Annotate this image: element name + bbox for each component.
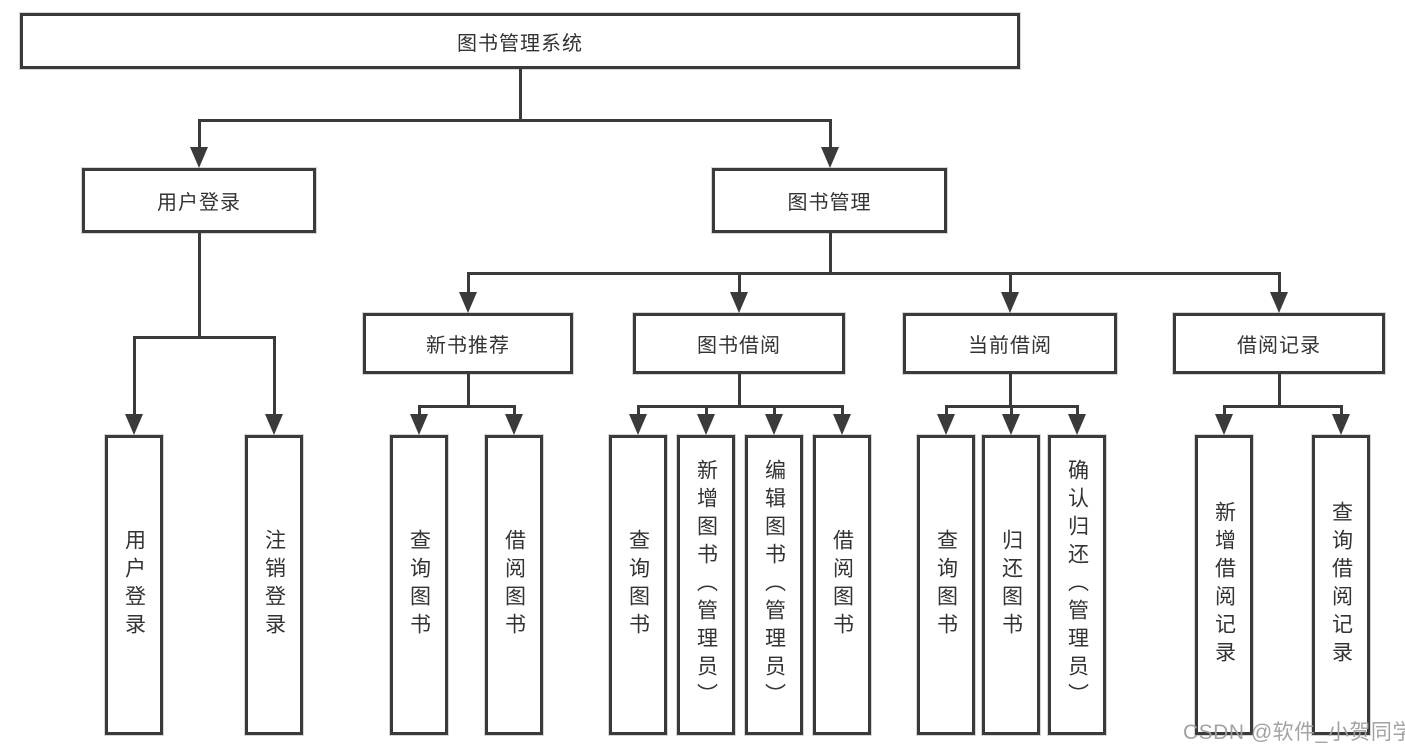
leaf-add-books-admin: 新增图书（管理员）: [677, 435, 735, 735]
arrow-down-icon: [1270, 292, 1288, 313]
connector-line: [1076, 405, 1079, 417]
connector-line: [1009, 272, 1012, 294]
node-new-book-recommendation: 新书推荐: [363, 313, 573, 374]
arrow-down-icon: [833, 414, 851, 435]
leaf-label: 借阅图书: [502, 529, 526, 641]
connector-line: [705, 405, 708, 417]
arrow-down-icon: [629, 414, 647, 435]
leaf-label: 新增图书（管理员）: [694, 459, 718, 711]
node-label: 借阅记录: [1237, 335, 1321, 357]
connector-line: [467, 272, 1281, 275]
node-book-management: 图书管理: [712, 168, 947, 233]
arrow-down-icon: [937, 414, 955, 435]
leaf-label: 查询图书: [934, 529, 958, 641]
connector-line: [829, 119, 832, 149]
leaf-query-borrow-record: 查询借阅记录: [1312, 435, 1370, 735]
leaf-label: 用户登录: [122, 529, 146, 641]
arrow-down-icon: [125, 414, 143, 435]
connector-line: [1223, 405, 1342, 408]
connector-line: [829, 233, 832, 275]
arrow-down-icon: [1215, 414, 1233, 435]
node-label: 图书管理: [787, 192, 872, 214]
connector-line: [467, 374, 470, 408]
connector-line: [738, 272, 741, 294]
connector-line: [198, 119, 832, 122]
arrow-down-icon: [1068, 414, 1086, 435]
node-label: 图书借阅: [697, 335, 781, 357]
node-label: 当前借阅: [968, 335, 1052, 357]
leaf-label: 确认归还（管理员）: [1065, 459, 1089, 711]
connector-line: [418, 405, 421, 417]
node-library-management-system: 图书管理系统: [20, 13, 1020, 69]
arrow-down-icon: [459, 292, 477, 313]
connector-line: [1340, 405, 1343, 417]
leaf-confirm-return-admin: 确认归还（管理员）: [1048, 435, 1106, 735]
connector-line: [1278, 374, 1281, 408]
arrow-down-icon: [505, 414, 523, 435]
leaf-label: 查询图书: [407, 529, 431, 641]
connector-line: [273, 336, 276, 418]
leaf-query-books-current: 查询图书: [917, 435, 975, 735]
connector-line: [519, 69, 522, 121]
leaf-label: 借阅图书: [830, 529, 854, 641]
leaf-label: 查询借阅记录: [1329, 501, 1353, 669]
connector-line: [198, 119, 201, 149]
arrow-down-icon: [190, 147, 208, 168]
leaf-label: 注销登录: [262, 529, 286, 641]
node-borrowing-records: 借阅记录: [1173, 313, 1385, 374]
arrow-down-icon: [1001, 292, 1019, 313]
node-label: 新书推荐: [426, 335, 510, 357]
arrow-down-icon: [765, 414, 783, 435]
connector-line: [198, 233, 201, 338]
connector-line: [841, 405, 844, 417]
leaf-label: 编辑图书（管理员）: [762, 459, 786, 711]
leaf-label: 归还图书: [999, 529, 1023, 641]
arrow-down-icon: [265, 414, 283, 435]
connector-line: [773, 405, 776, 417]
connector-line: [133, 336, 275, 339]
leaf-add-borrow-record: 新增借阅记录: [1195, 435, 1253, 735]
connector-line: [513, 405, 516, 417]
node-current-borrowing: 当前借阅: [903, 313, 1117, 374]
connector-line: [133, 336, 136, 418]
connector-line: [1278, 272, 1281, 294]
connector-line: [467, 272, 470, 294]
node-book-borrowing: 图书借阅: [633, 313, 845, 374]
leaf-label: 新增借阅记录: [1212, 501, 1236, 669]
connector-line: [945, 405, 948, 417]
leaf-return-books: 归还图书: [982, 435, 1040, 735]
leaf-edit-books-admin: 编辑图书（管理员）: [745, 435, 803, 735]
connector-line: [1009, 374, 1012, 408]
connector-line: [637, 405, 640, 417]
node-label: 图书管理系统: [457, 32, 583, 55]
leaf-query-books-recommend: 查询图书: [390, 435, 448, 735]
arrow-down-icon: [730, 292, 748, 313]
connector-line: [1223, 405, 1226, 417]
connector-line: [418, 405, 516, 408]
connector-line: [738, 374, 741, 408]
connector-line: [637, 405, 844, 408]
arrow-down-icon: [1332, 414, 1350, 435]
leaf-borrow-books-borrowing: 借阅图书: [813, 435, 871, 735]
leaf-query-books-borrowing: 查询图书: [609, 435, 667, 735]
node-label: 用户登录: [157, 192, 241, 214]
leaf-borrow-books-recommend: 借阅图书: [485, 435, 543, 735]
arrow-down-icon: [821, 147, 839, 168]
connector-line: [1010, 405, 1013, 417]
csdn-watermark: CSDN @软件_小贺同学: [1183, 721, 1405, 744]
node-user-login: 用户登录: [82, 168, 316, 233]
leaf-logout: 注销登录: [245, 435, 303, 735]
arrow-down-icon: [1002, 414, 1020, 435]
arrow-down-icon: [410, 414, 428, 435]
leaf-label: 查询图书: [626, 529, 650, 641]
leaf-user-login: 用户登录: [105, 435, 163, 735]
arrow-down-icon: [697, 414, 715, 435]
